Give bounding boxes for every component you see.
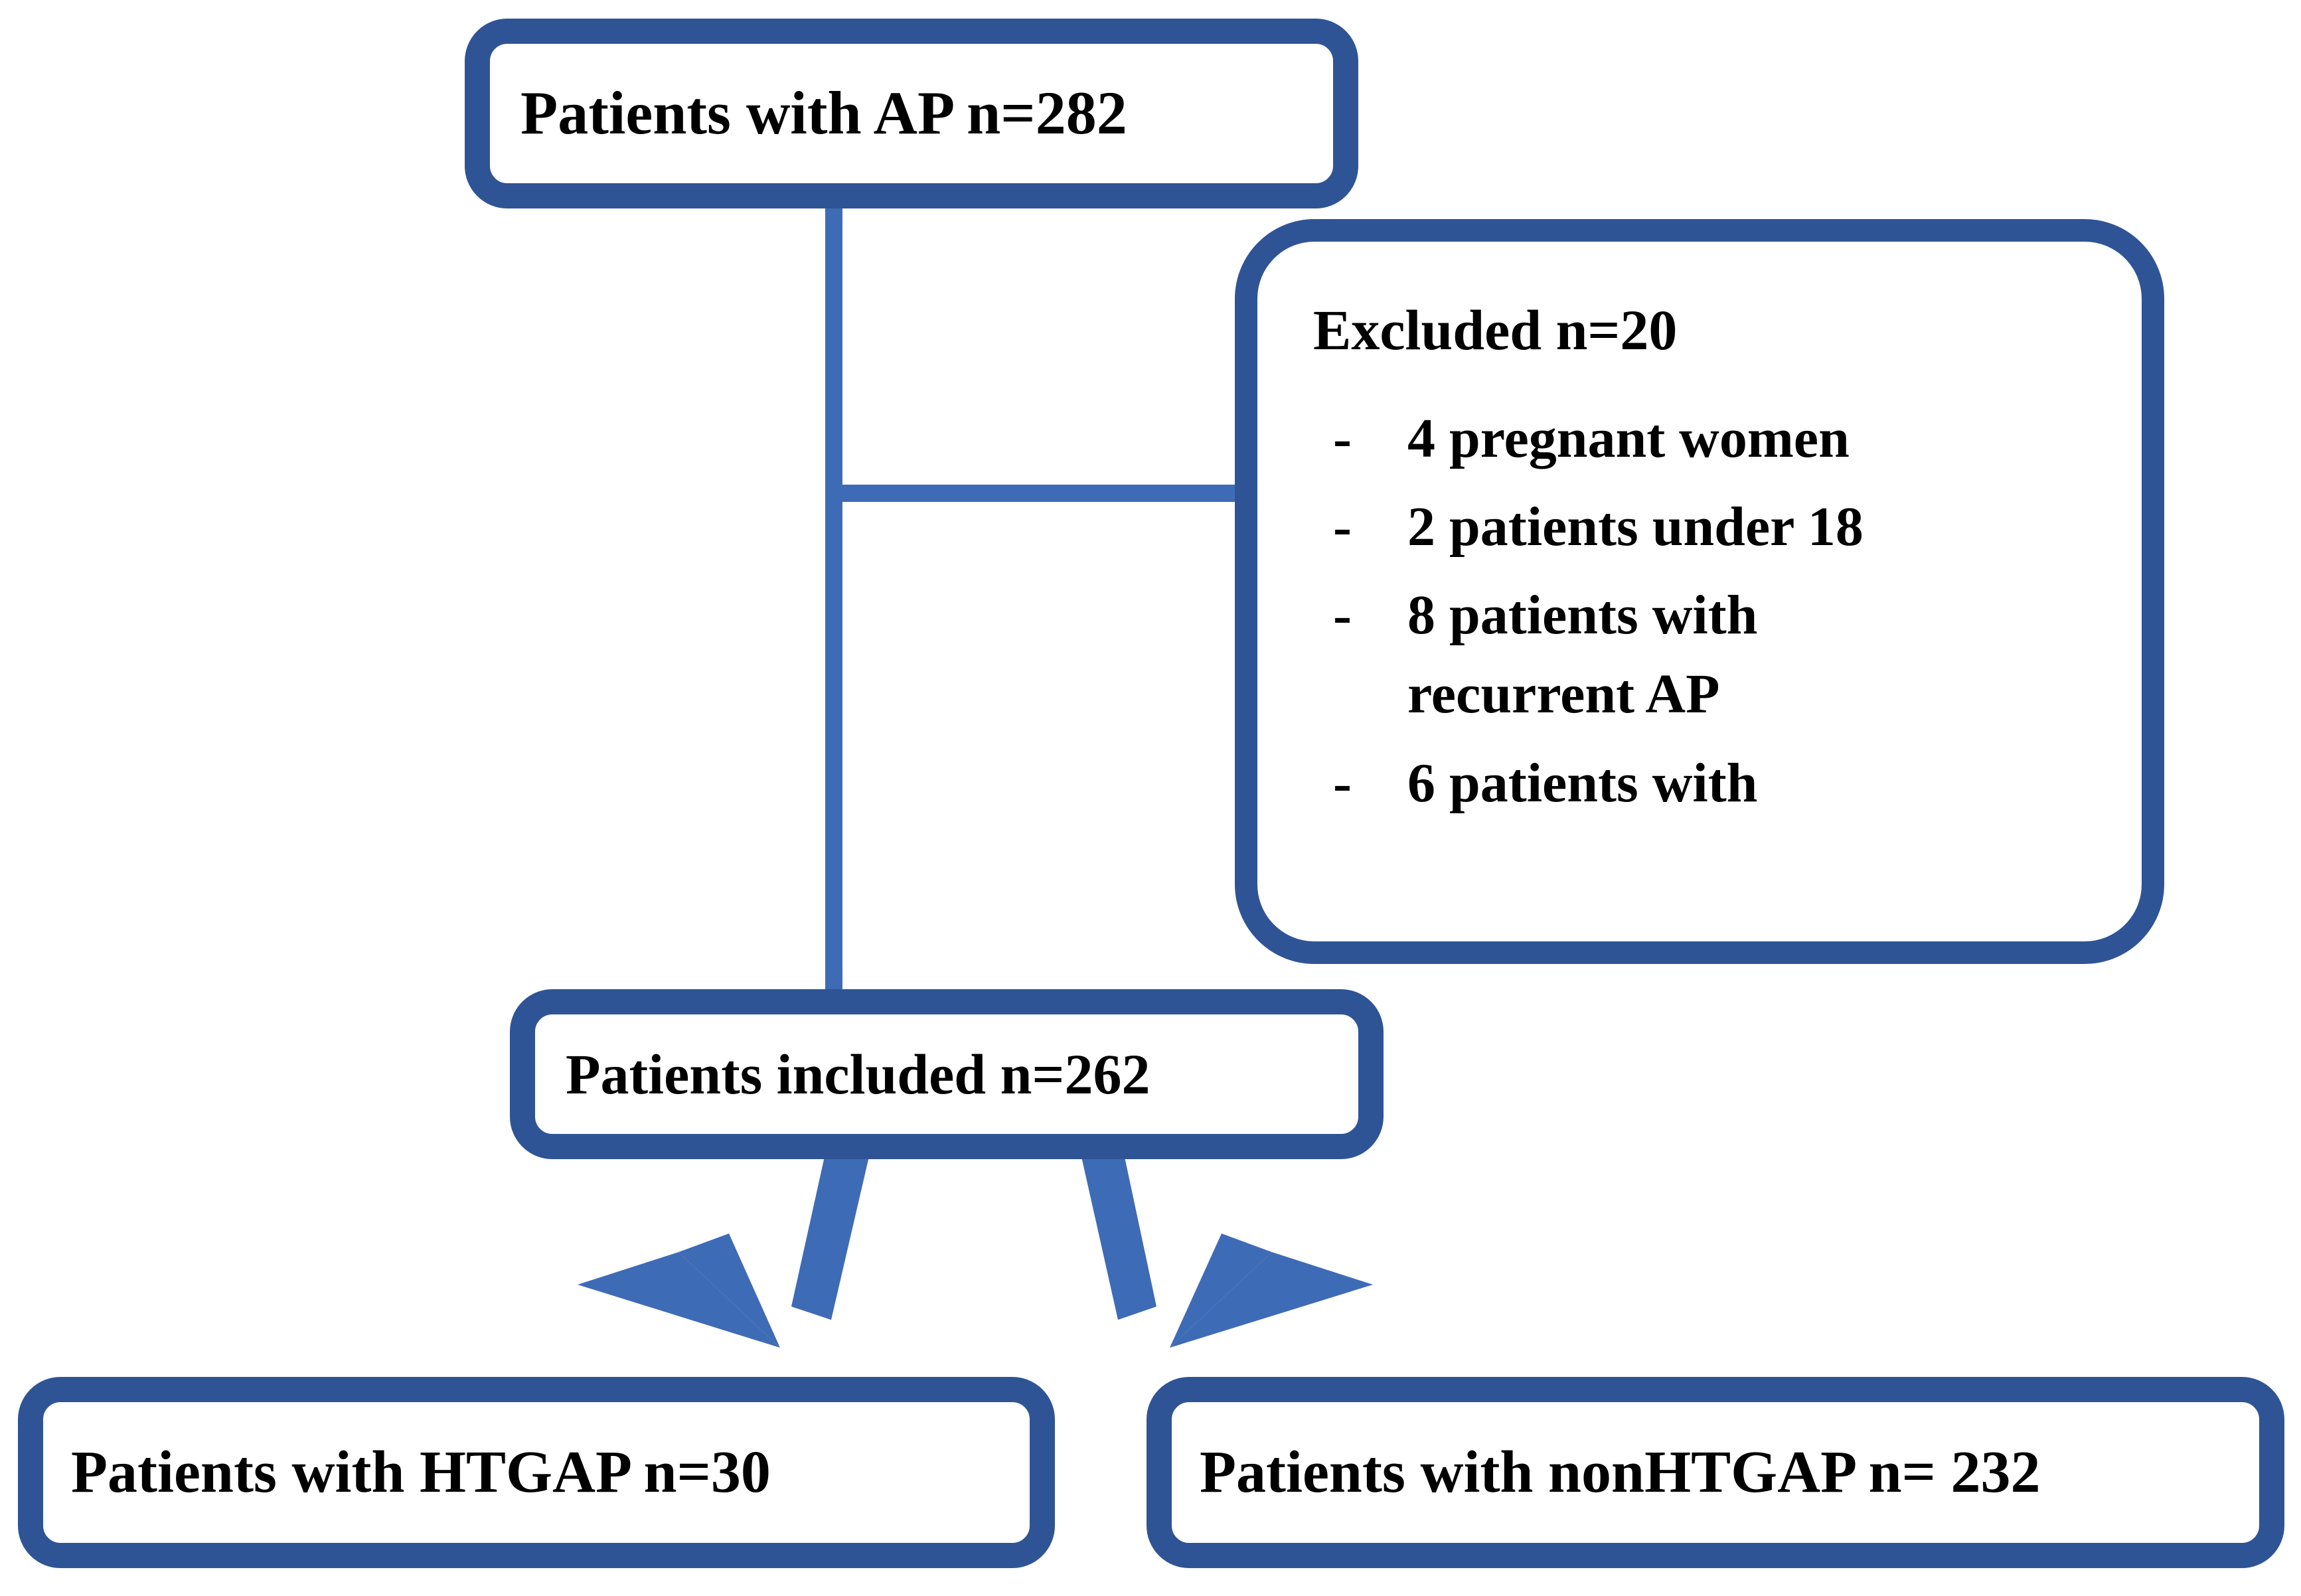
list-item: - 2 patients under 18 bbox=[1333, 487, 2115, 566]
arrow-included-to-htgap bbox=[578, 1145, 870, 1348]
list-item-text: 8 patients with bbox=[1407, 584, 1758, 647]
node-excluded: Excluded n=20 - 4 pregnant women - 2 pat… bbox=[1235, 219, 2164, 964]
list-item-text: 6 patients with bbox=[1407, 752, 1758, 814]
list-item-text-continuation: recurrent AP bbox=[1407, 663, 1720, 726]
bullet-dash-icon: - bbox=[1333, 752, 1352, 814]
list-item: - 6 patients with bbox=[1333, 744, 2115, 823]
node-patients-with-ap-label: Patients with AP n=282 bbox=[520, 79, 1127, 147]
bullet-dash-icon: - bbox=[1333, 584, 1352, 647]
excluded-reason-list: - 4 pregnant women - 2 patients under 18… bbox=[1284, 399, 2115, 823]
node-patients-with-htgap-label: Patients with HTGAP n=30 bbox=[71, 1439, 771, 1505]
list-item: - 4 pregnant women bbox=[1333, 399, 2115, 478]
node-excluded-title: Excluded n=20 bbox=[1313, 298, 1678, 362]
list-item-text: 4 pregnant women bbox=[1407, 407, 1850, 469]
arrow-included-to-nonhtgap bbox=[1081, 1145, 1373, 1348]
connector-vertical-ap-to-included bbox=[825, 199, 842, 1002]
list-item-text: 2 patients under 18 bbox=[1407, 495, 1864, 558]
node-patients-included-label: Patients included n=262 bbox=[566, 1042, 1150, 1106]
connector-horizontal-to-excluded bbox=[825, 485, 1250, 502]
bullet-dash-icon: - bbox=[1333, 407, 1352, 469]
node-patients-with-nonhtgap: Patients with nonHTGAP n= 232 bbox=[1147, 1377, 2284, 1568]
node-patients-with-nonhtgap-label: Patients with nonHTGAP n= 232 bbox=[1200, 1439, 2041, 1505]
list-item: - 8 patients with recurrent AP bbox=[1333, 576, 2115, 734]
bullet-dash-icon: - bbox=[1333, 495, 1352, 558]
node-patients-included: Patients included n=262 bbox=[510, 989, 1384, 1159]
node-patients-with-htgap: Patients with HTGAP n=30 bbox=[18, 1377, 1055, 1568]
node-patients-with-ap: Patients with AP n=282 bbox=[465, 19, 1358, 208]
